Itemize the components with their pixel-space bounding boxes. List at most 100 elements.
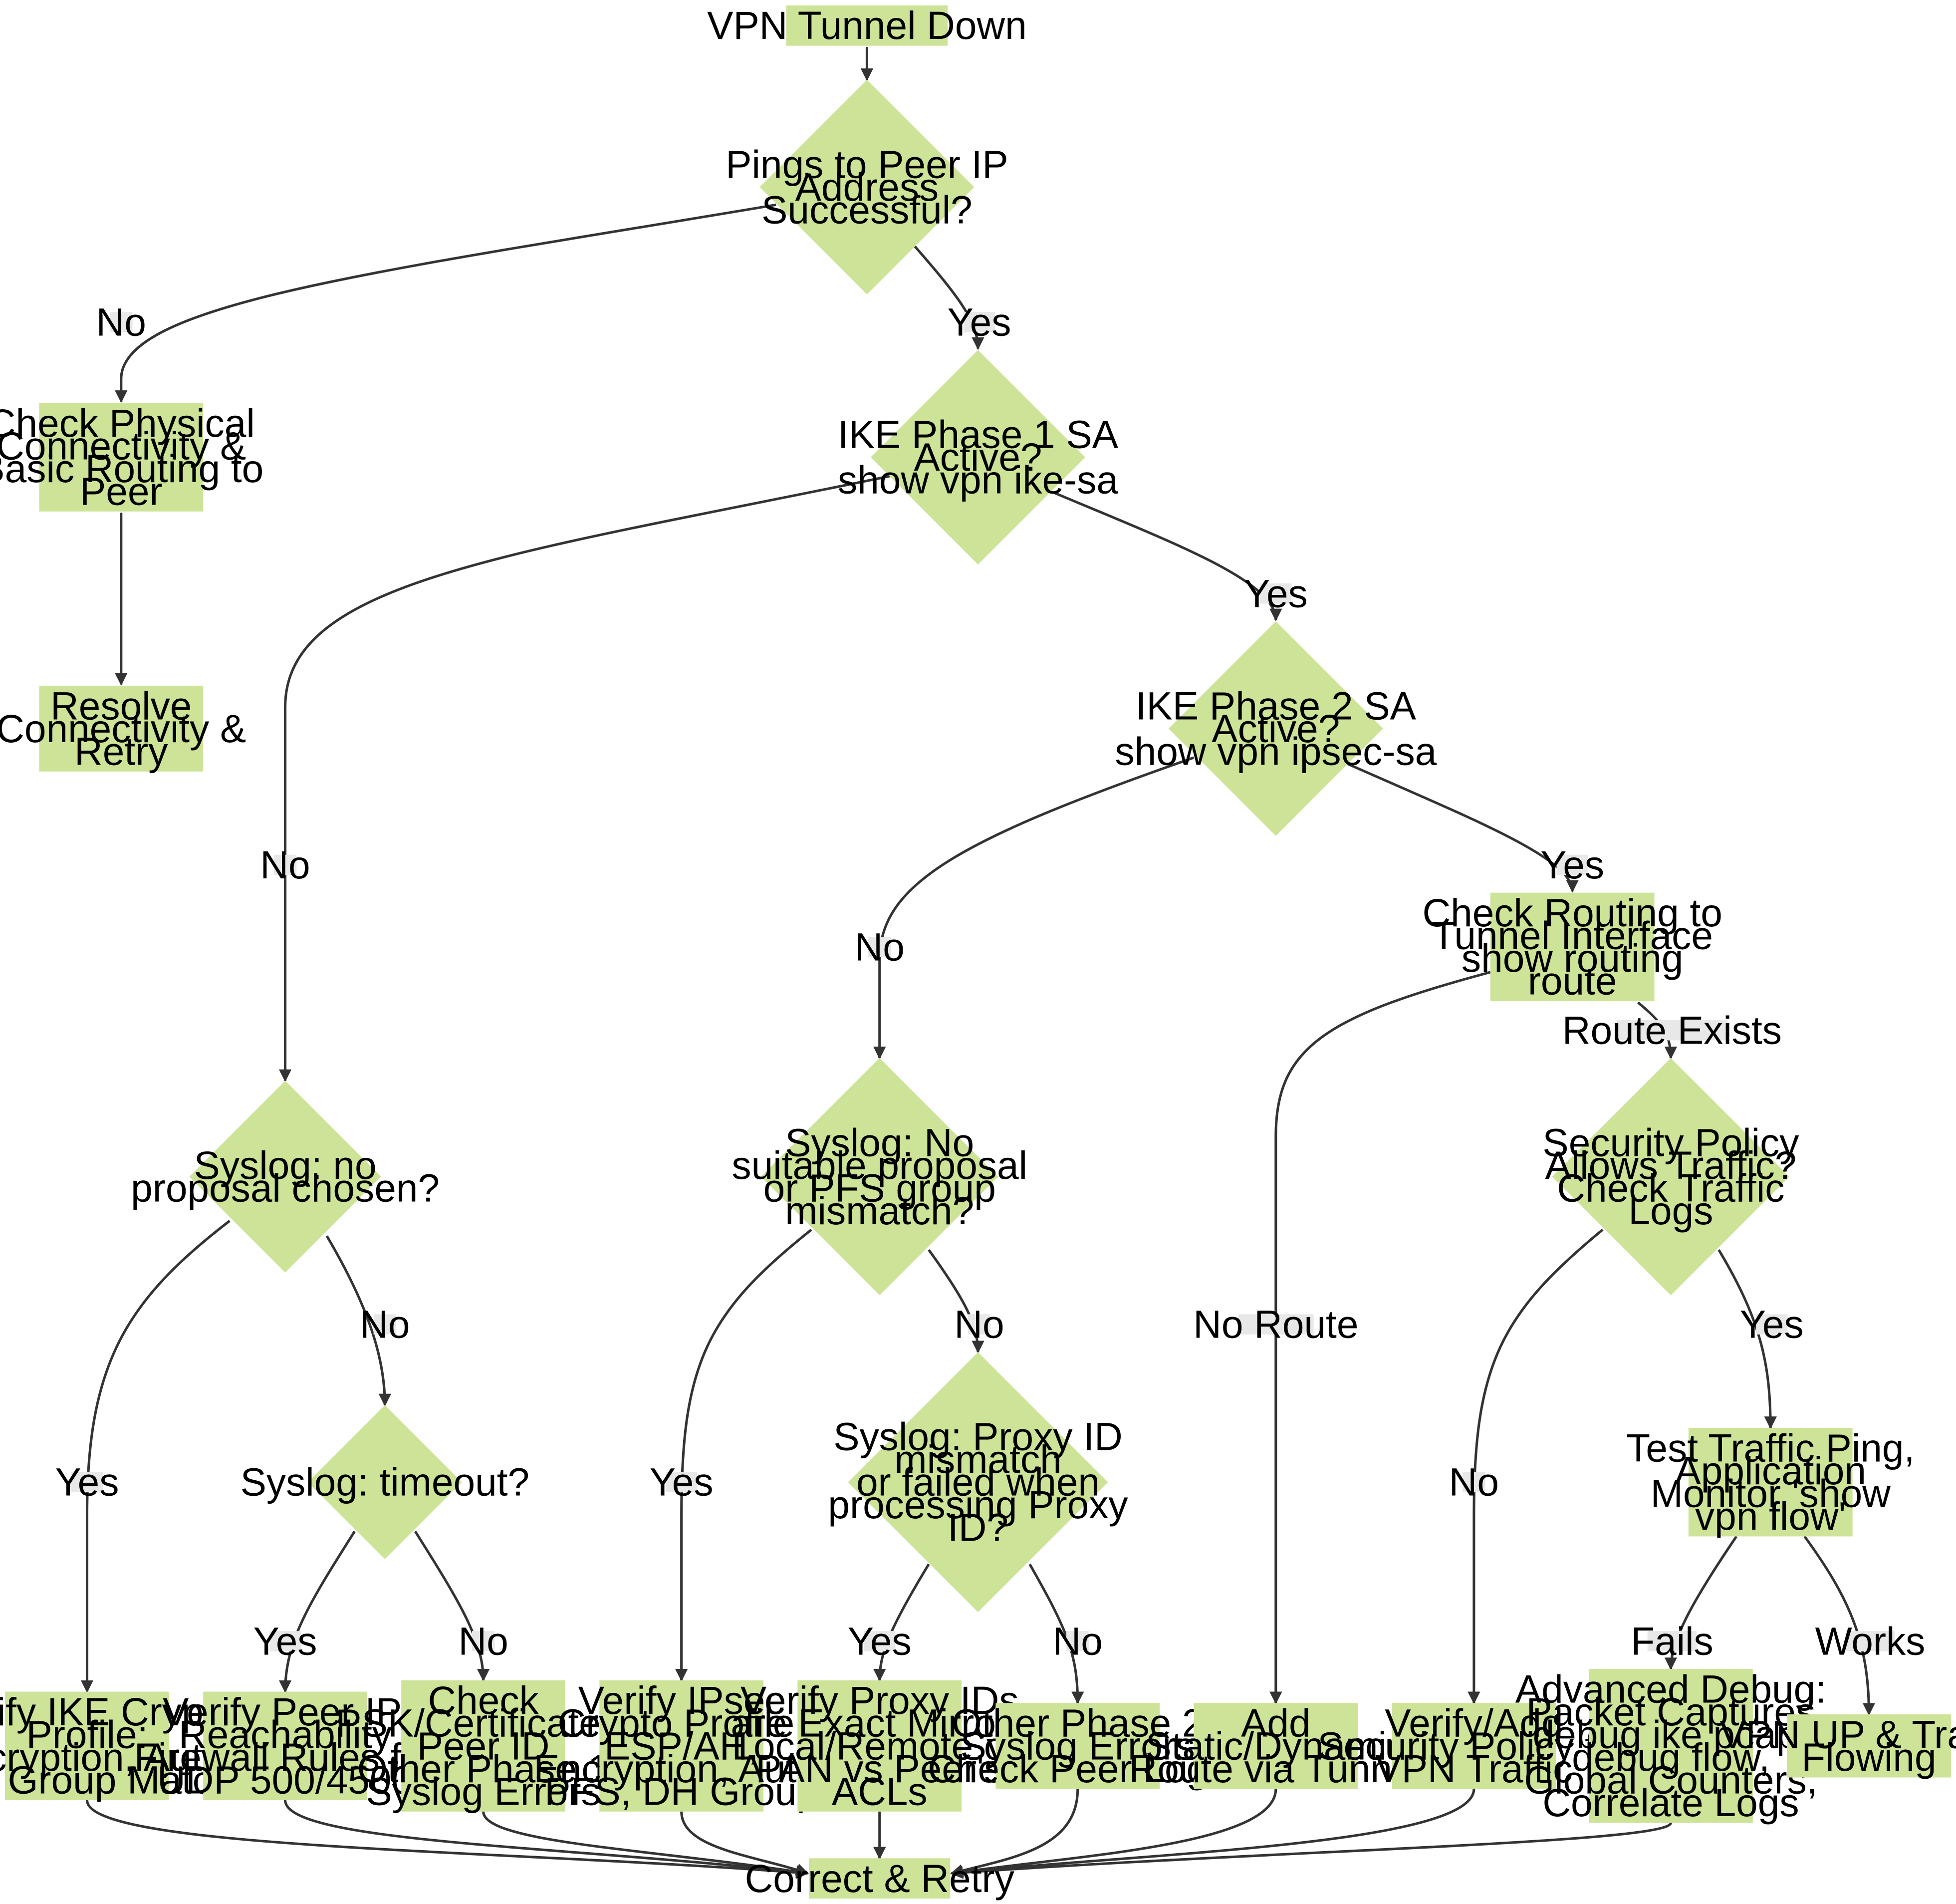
flow-edge <box>482 1811 809 1878</box>
process-box <box>809 1858 951 1899</box>
edge-label-secpol_yes: Yes <box>1740 1303 1804 1347</box>
node-label-line: DH Group Match <box>0 1758 234 1802</box>
node-label-line: suitable proposal <box>732 1143 1027 1187</box>
node-label-line: Connectivity & <box>0 424 246 468</box>
edge-label-text: No <box>1053 1619 1103 1663</box>
edge-label-text: Yes <box>650 1460 714 1504</box>
edge-label-text: Yes <box>1540 843 1604 887</box>
flow-edge <box>1467 1228 1604 1704</box>
process-box <box>1688 1427 1853 1537</box>
flow-edge <box>1269 971 1491 1704</box>
flow-edge <box>284 1800 809 1879</box>
node-label-line: Allows Traffic? <box>1545 1143 1796 1187</box>
node-label-line: Security Policy <box>1542 1120 1799 1164</box>
flow-edge <box>680 1811 809 1876</box>
node-label-line: Security Policy for <box>1317 1724 1630 1768</box>
node-label-line: Global Counters, <box>1524 1758 1817 1802</box>
node-label-line: Verify IKE Crypto <box>0 1690 236 1734</box>
edge-label-text: No Route <box>1193 1303 1358 1347</box>
node-label-line: VPN Traffic <box>1375 1747 1572 1791</box>
edge-label-ike1_yes: Yes <box>1244 571 1308 615</box>
node-vpnup: VPN UP & TrafficFlowing <box>1719 1713 1956 1780</box>
flow-edge <box>1717 1249 1777 1429</box>
flow-edge <box>1803 1535 1876 1716</box>
edge-label-ike1_no: No <box>260 843 310 887</box>
node-label-line: show vpn ipsec-sa <box>1115 729 1437 773</box>
edges-layer <box>80 47 1876 1879</box>
node-label-line: Encryption, Auth, <box>533 1747 829 1791</box>
node-label-line: PAN vs Peer's <box>755 1747 1003 1791</box>
edge-label-background <box>666 1472 698 1492</box>
flow-edge <box>85 1800 809 1879</box>
edge-label-background <box>269 1631 301 1651</box>
flow-edge <box>950 1822 1672 1879</box>
edge-label-proxy_no: No <box>1053 1619 1103 1663</box>
edge-label-background <box>1845 1631 1895 1651</box>
edge-label-nosuit_no: No <box>954 1303 1004 1347</box>
node-label-line: IKE Phase 1 SA <box>838 413 1119 457</box>
node-label-line: Active? <box>914 435 1042 479</box>
decision-diamond <box>308 1405 462 1559</box>
node-label-line: debug flow, <box>1572 1735 1770 1779</box>
edge-label-text: Yes <box>1740 1303 1804 1347</box>
node-label-line: or PFS group <box>763 1166 996 1210</box>
edge-label-text: No <box>459 1619 508 1663</box>
process-box <box>1194 1703 1358 1789</box>
flow-edge <box>873 756 1195 1060</box>
edge-label-text: Yes <box>848 1619 912 1663</box>
node-label-line: Basic Routing to <box>0 447 263 491</box>
edge-label-text: Route Exists <box>1562 1008 1782 1052</box>
edge-label-background <box>868 937 891 957</box>
node-label-line: Check Peer Logs <box>928 1747 1227 1791</box>
edge-label-text: Works <box>1815 1619 1926 1663</box>
process-box <box>1392 1703 1556 1789</box>
edge-label-text: No <box>954 1303 1004 1347</box>
node-label-line: VPN Tunnel Down <box>707 3 1027 47</box>
node-label-line: Check Routing to <box>1423 891 1722 935</box>
edge-label-noprop_yes: Yes <box>55 1460 119 1504</box>
edge-label-text: Yes <box>253 1619 317 1663</box>
flow-edge <box>1347 763 1579 893</box>
process-box <box>797 1680 962 1812</box>
flow-edge <box>950 1789 1277 1878</box>
process-box <box>599 1680 764 1812</box>
edge-label-text: Yes <box>1244 571 1308 615</box>
node-label-line: show routing <box>1462 936 1683 980</box>
node-label-line: Peer ID <box>417 1724 550 1768</box>
edge-label-route_exists: Route Exists <box>1562 1008 1782 1052</box>
decision-diamond <box>871 350 1085 565</box>
node-label-line: Verify Proxy IDs <box>740 1678 1019 1722</box>
edge-label-background <box>1556 854 1588 875</box>
edge-label-ike2_no: No <box>855 925 905 969</box>
decision-diamond <box>759 79 975 294</box>
node-label-line: are Exact Mirrors <box>731 1701 1028 1745</box>
node-label-line: proposal chosen? <box>131 1166 440 1210</box>
node-label-line: PSK/Certificates, <box>335 1701 631 1745</box>
node-label-line: Reachability <box>179 1713 392 1757</box>
flow-edge <box>325 1235 391 1406</box>
edge-label-background <box>963 312 995 332</box>
flow-edge <box>950 1789 1079 1877</box>
node-label-line: Add <box>1241 1701 1310 1745</box>
process-box <box>401 1680 566 1812</box>
edge-label-background <box>1260 583 1292 604</box>
edge-label-background <box>1463 1472 1485 1492</box>
process-box <box>5 1691 169 1801</box>
node-label-line: Verify/Add <box>1385 1701 1563 1745</box>
node-timeout: Syslog: timeout? <box>241 1405 529 1559</box>
node-label-line: Connectivity & <box>0 707 246 751</box>
node-label-line: or failed when <box>856 1460 1100 1504</box>
flow-edge <box>928 1249 984 1354</box>
node-label-line: Address <box>795 165 939 209</box>
